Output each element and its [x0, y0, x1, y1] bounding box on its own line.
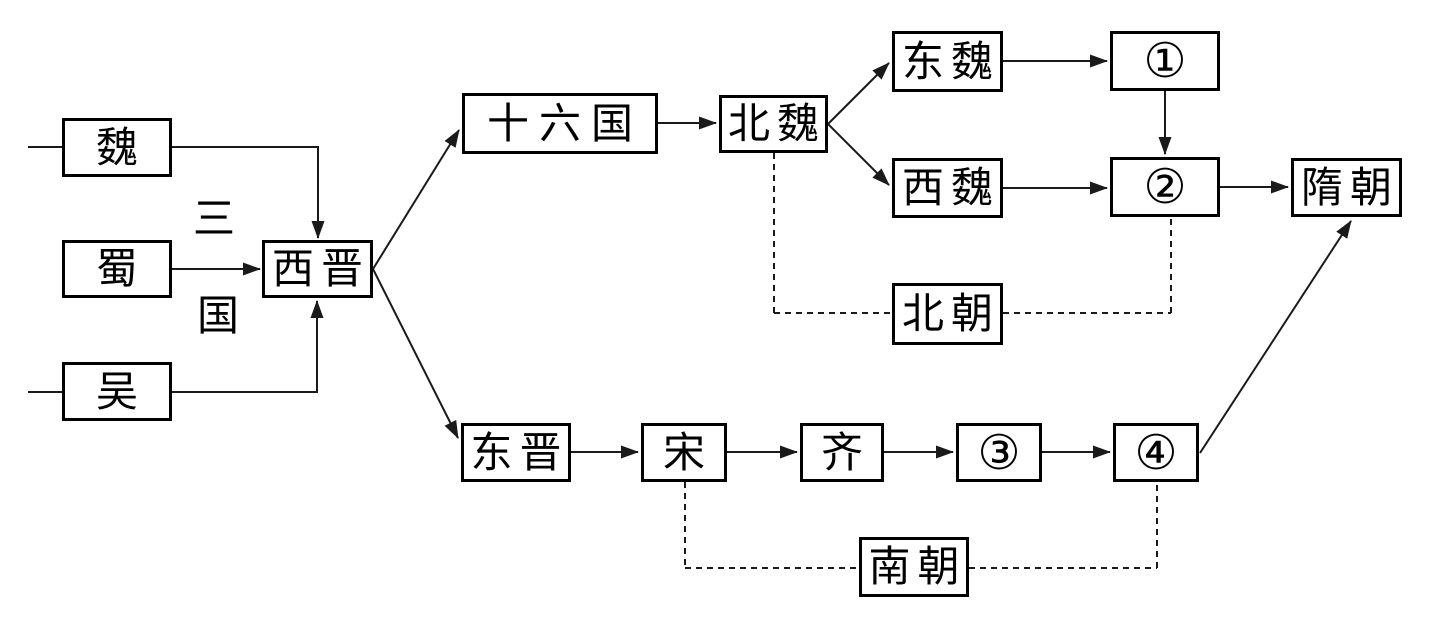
- three-kingdoms-label-char1: 三: [193, 194, 236, 243]
- node-blank-1: ①: [1110, 31, 1220, 91]
- edge-western-jin-to-eastern-jin: [372, 268, 459, 439]
- node-southern-dynasties: 南朝: [859, 537, 969, 597]
- node-western-jin: 西晋: [262, 240, 373, 298]
- node-wu: 吴: [62, 362, 172, 421]
- node-blank-3: ③: [956, 423, 1042, 482]
- node-blank-2: ②: [1110, 157, 1220, 217]
- edge-western-jin-to-sixteen-kingdoms: [372, 129, 460, 270]
- node-wei: 魏: [62, 118, 172, 177]
- node-eastern-wei: 东魏: [892, 31, 1003, 92]
- node-song: 宋: [641, 423, 727, 482]
- edge-wu-to-western-jin: [172, 300, 324, 393]
- node-sixteen-kingdoms: 十六国: [462, 93, 658, 154]
- node-eastern-jin: 东晋: [461, 423, 571, 482]
- node-qi: 齐: [800, 423, 884, 482]
- node-northern-dynasties: 北朝: [892, 283, 1003, 345]
- edge-wei-to-western-jin: [172, 146, 325, 239]
- node-blank-4: ④: [1113, 423, 1199, 482]
- node-western-wei: 西魏: [892, 158, 1003, 218]
- edge-northern-wei-to-western-wei: [827, 123, 890, 186]
- edge-northern-wei-to-eastern-wei: [827, 62, 890, 125]
- node-shu: 蜀: [62, 240, 172, 298]
- node-northern-wei: 北魏: [719, 95, 828, 153]
- edge-blank4-to-sui: [1199, 220, 1352, 454]
- three-kingdoms-label-char2: 国: [197, 291, 240, 340]
- node-sui-dynasty: 隋朝: [1291, 158, 1402, 217]
